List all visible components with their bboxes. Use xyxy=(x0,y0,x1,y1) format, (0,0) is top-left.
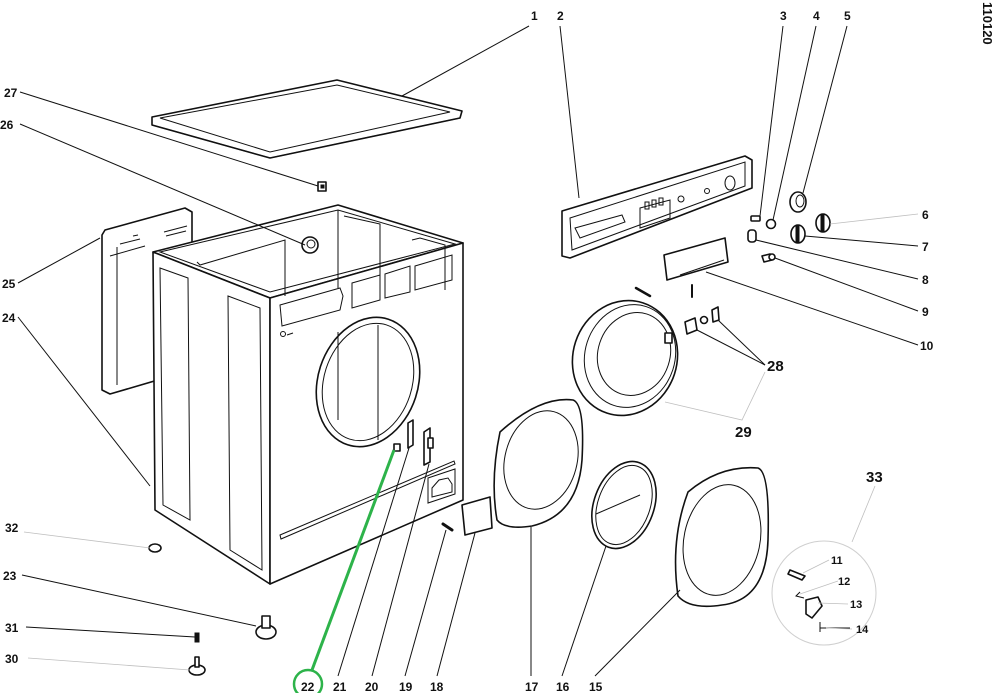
callout-17[interactable]: 17 xyxy=(525,680,539,693)
part-15-door-outer-frame[interactable] xyxy=(673,466,771,608)
document-id: 110120 xyxy=(980,2,995,45)
inset-33-handle-kit[interactable] xyxy=(771,540,877,646)
callout-1[interactable]: 1 xyxy=(531,9,538,23)
callout-15[interactable]: 15 xyxy=(589,680,603,693)
part-31-set-screw[interactable] xyxy=(194,632,200,643)
callout-18[interactable]: 18 xyxy=(430,680,444,693)
part-19-flap-spring[interactable] xyxy=(441,522,454,532)
callout-29[interactable]: 29 xyxy=(735,424,752,441)
part-26-cable-grommet[interactable] xyxy=(301,236,319,254)
callout-19[interactable]: 19 xyxy=(399,680,413,693)
callout-32[interactable]: 32 xyxy=(5,521,19,535)
part-1-top-worktop[interactable] xyxy=(151,79,463,159)
callout-5[interactable]: 5 xyxy=(844,9,851,23)
part-4-small-knob[interactable] xyxy=(765,218,777,230)
callout-13[interactable]: 13 xyxy=(850,599,862,611)
part-5-programme-knob[interactable] xyxy=(789,191,807,213)
callout-labels: 1 2 3 4 5 6 7 8 9 10 11 12 13 14 15 16 1… xyxy=(0,9,934,693)
callout-25[interactable]: 25 xyxy=(2,277,16,291)
part-21-door-strike-plate[interactable] xyxy=(407,419,414,449)
part-16-door-glass[interactable] xyxy=(580,452,667,557)
callout-14[interactable]: 14 xyxy=(856,624,869,636)
part-7-knob[interactable] xyxy=(790,224,806,244)
part-18-filter-flap[interactable] xyxy=(461,496,493,536)
callout-4[interactable]: 4 xyxy=(813,9,820,23)
part-9-button-insert[interactable] xyxy=(761,253,776,263)
part-2-control-panel-fascia[interactable] xyxy=(561,155,753,259)
callout-11[interactable]: 11 xyxy=(831,555,843,567)
callout-8[interactable]: 8 xyxy=(922,273,929,287)
callout-22[interactable]: 22 xyxy=(301,680,315,693)
callout-7[interactable]: 7 xyxy=(922,240,929,254)
part-11-hinge-pin-cover[interactable] xyxy=(787,569,806,581)
part-30-foot-bolt[interactable] xyxy=(188,656,206,676)
highlight-leader-22 xyxy=(310,449,396,671)
callout-20[interactable]: 20 xyxy=(365,680,379,693)
part-32-rubber-foot-nut[interactable] xyxy=(148,543,162,553)
callout-12[interactable]: 12 xyxy=(838,576,850,588)
part-23-adjustable-foot[interactable] xyxy=(255,615,277,640)
callout-21[interactable]: 21 xyxy=(333,680,347,693)
part-10-detergent-drawer-front[interactable] xyxy=(663,237,729,281)
part-13-door-handle[interactable] xyxy=(805,596,823,619)
callout-33[interactable]: 33 xyxy=(866,469,883,486)
callout-23[interactable]: 23 xyxy=(3,569,17,583)
callout-3[interactable]: 3 xyxy=(780,9,787,23)
callout-24[interactable]: 24 xyxy=(2,311,16,325)
callout-9[interactable]: 9 xyxy=(922,305,929,319)
callout-30[interactable]: 30 xyxy=(5,652,19,666)
callout-6[interactable]: 6 xyxy=(922,208,929,222)
callout-10[interactable]: 10 xyxy=(920,339,934,353)
leader-lines xyxy=(17,25,919,677)
callout-28[interactable]: 28 xyxy=(767,358,784,375)
part-12-spring-clip[interactable] xyxy=(795,591,805,599)
callout-16[interactable]: 16 xyxy=(556,680,570,693)
part-3-indicator-lens[interactable] xyxy=(750,215,761,222)
callout-31[interactable]: 31 xyxy=(5,621,19,635)
part-17-door-inner-frame[interactable] xyxy=(493,398,588,528)
part-22-door-catch-clip[interactable] xyxy=(393,443,401,452)
callout-2[interactable]: 2 xyxy=(557,9,564,23)
highlight-circle-22 xyxy=(292,668,324,693)
part-24-cabinet[interactable] xyxy=(152,204,464,585)
callout-27[interactable]: 27 xyxy=(4,86,18,100)
callout-26[interactable]: 26 xyxy=(0,118,14,132)
part-8-push-button[interactable] xyxy=(747,229,757,243)
part-6-knob[interactable] xyxy=(815,213,831,233)
part-29-complete-door[interactable] xyxy=(558,287,693,429)
part-27-worktop-clip[interactable] xyxy=(317,181,327,192)
part-20-door-lock-bracket[interactable] xyxy=(423,427,434,466)
